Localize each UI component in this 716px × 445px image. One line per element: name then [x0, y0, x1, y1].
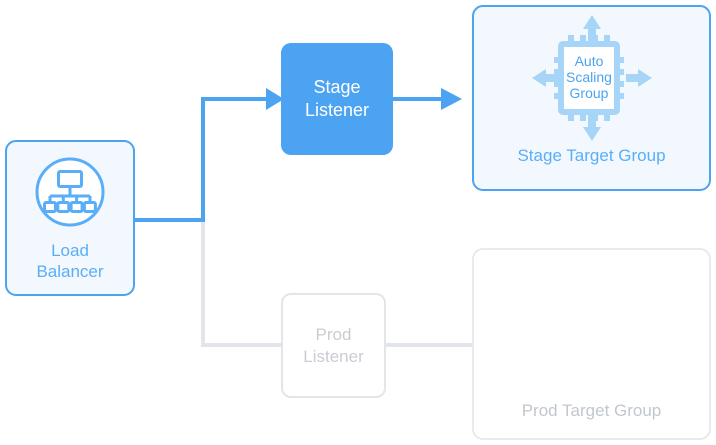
load-balancer-label-line2: Balancer — [36, 261, 104, 281]
arrowhead-to-stage-listener — [266, 88, 284, 110]
node-prod-listener[interactable]: Prod Listener — [281, 293, 386, 398]
edge-lb-to-prod-listener — [135, 218, 281, 347]
asg-label-line2: Scaling — [566, 69, 612, 85]
prod-listener-label: Prod Listener — [303, 324, 363, 368]
stage-listener-label-line2: Listener — [304, 100, 370, 120]
node-stage-listener[interactable]: Stage Listener — [281, 43, 393, 155]
prod-listener-label-line1: Prod — [315, 324, 352, 344]
stage-listener-label: Stage Listener — [305, 76, 369, 122]
node-prod-target-group[interactable]: Prod Target Group — [472, 248, 711, 440]
stage-listener-label-line1: Stage — [313, 77, 361, 97]
asg-label-line1: Auto — [574, 53, 603, 69]
load-balancer-label: Load Balancer — [36, 240, 103, 282]
asg-label-line3: Group — [569, 85, 608, 101]
arrowhead-to-stage-target-group — [441, 88, 462, 110]
prod-target-group-label: Prod Target Group — [521, 401, 662, 420]
edge-lb-to-stage-listener — [135, 97, 268, 222]
auto-scaling-chip-icon: Auto Scaling Group — [522, 13, 662, 143]
load-balancer-label-line1: Load — [51, 240, 89, 260]
stage-target-group-label: Stage Target Group — [517, 146, 666, 165]
node-stage-target-group[interactable]: Auto Scaling Group Stage Target Group — [472, 5, 711, 191]
load-balancer-hierarchy-icon — [33, 155, 107, 234]
prod-listener-label-line2: Listener — [303, 346, 364, 366]
node-load-balancer[interactable]: Load Balancer — [5, 140, 135, 296]
